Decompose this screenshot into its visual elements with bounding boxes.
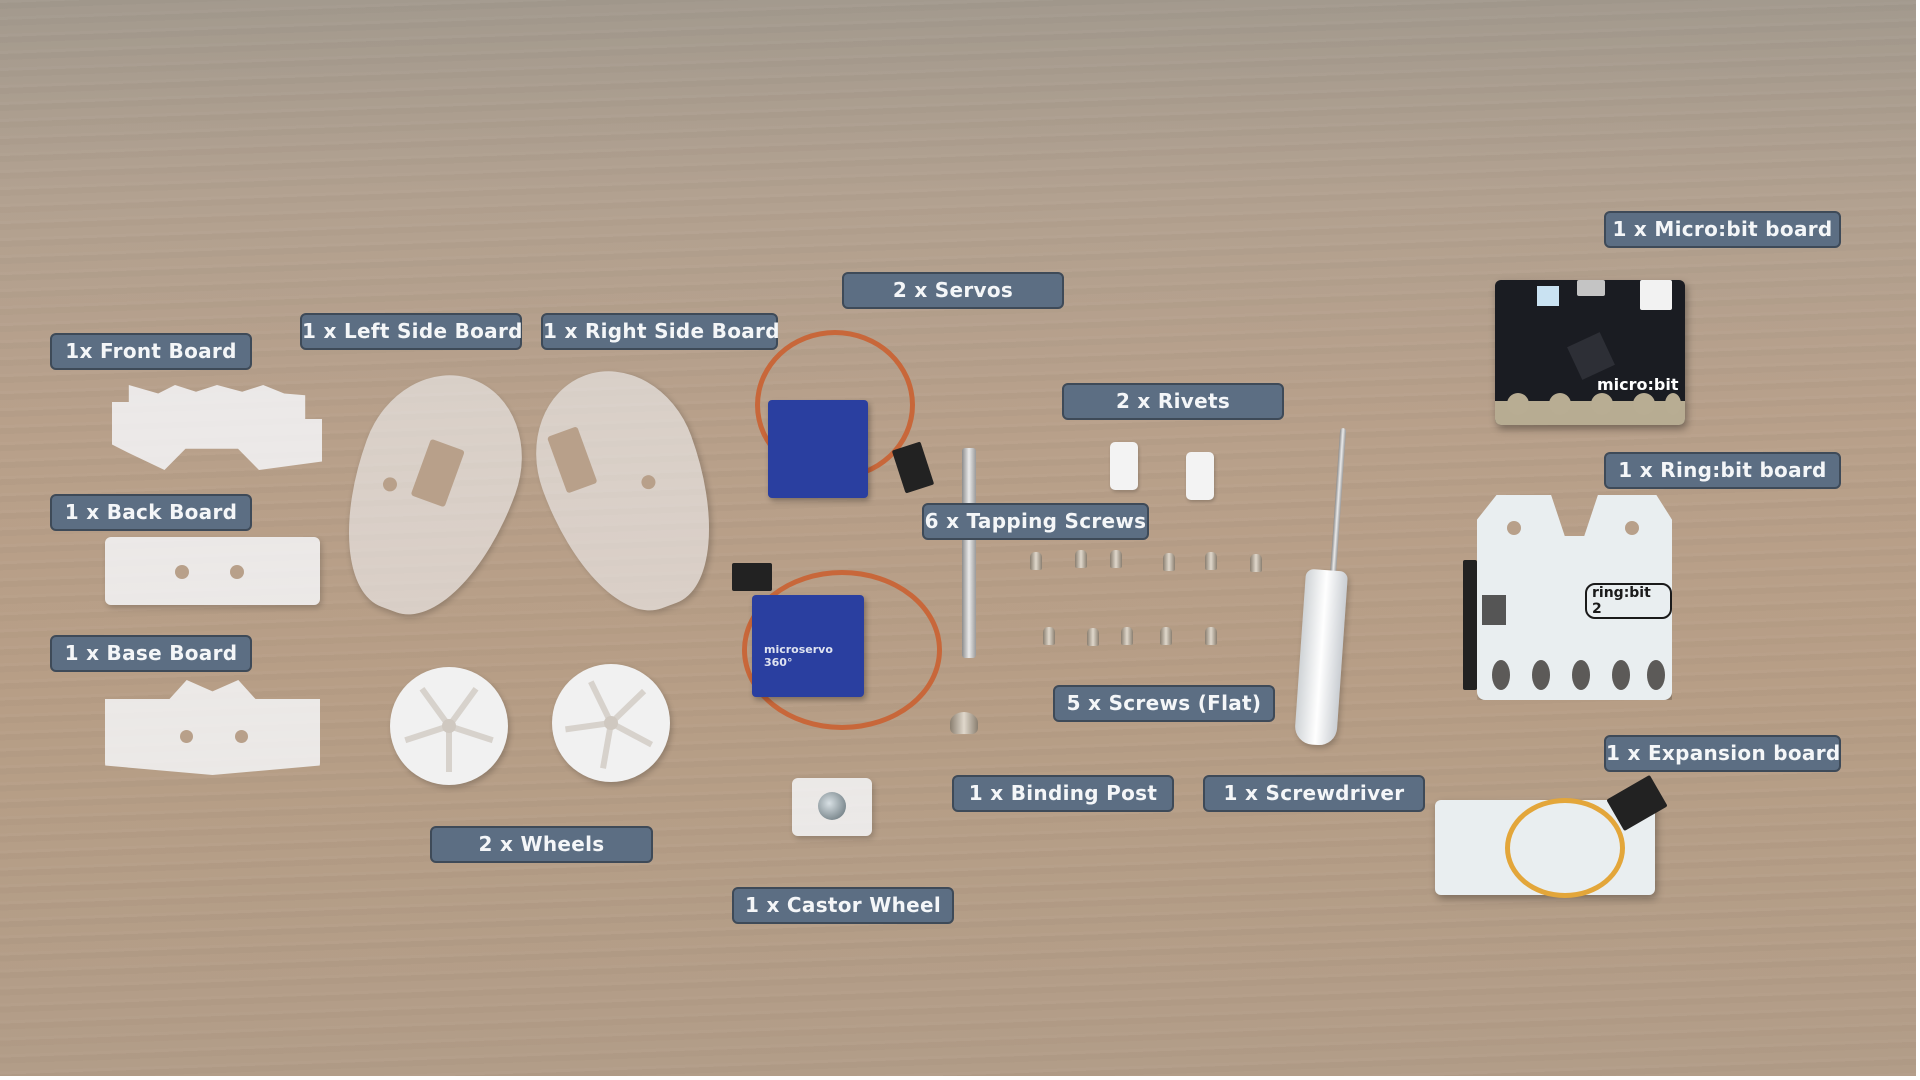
label-castor-wheel: 1 x Castor Wheel	[732, 887, 954, 924]
front-board-part	[112, 385, 322, 470]
ringbit-logo: ring:bit 2	[1585, 583, 1672, 619]
ringbit-board-part: ring:bit 2	[1477, 495, 1672, 700]
left-side-board-part	[314, 352, 548, 637]
screwdriver-handle	[1293, 568, 1349, 747]
rivet-2	[1186, 452, 1214, 500]
tapping-screw	[1205, 552, 1217, 570]
label-front-board: 1x Front Board	[50, 333, 252, 370]
right-side-board-part	[510, 348, 744, 633]
label-base-board: 1 x Base Board	[50, 635, 252, 672]
tapping-screw	[1075, 550, 1087, 568]
label-binding-post: 1 x Binding Post	[952, 775, 1174, 812]
servo-wire-bottom	[742, 570, 942, 730]
rivet-1	[1110, 442, 1138, 490]
expansion-wire	[1505, 798, 1625, 898]
tapping-screw	[1163, 553, 1175, 571]
back-board-part	[105, 537, 320, 605]
flat-screw	[1121, 627, 1133, 645]
castor-wheel-part	[792, 778, 872, 836]
servo-plug-bottom	[732, 563, 772, 591]
label-wheels: 2 x Wheels	[430, 826, 653, 863]
label-right-side-board: 1 x Right Side Board	[541, 313, 780, 350]
label-tapping-screws: 6 x Tapping Screws	[922, 503, 1149, 540]
servo-top	[768, 400, 868, 498]
label-rivets: 2 x Rivets	[1062, 383, 1284, 420]
label-microbit-board: 1 x Micro:bit board	[1604, 211, 1841, 248]
flat-screw	[1043, 627, 1055, 645]
flat-screw	[1160, 627, 1172, 645]
binding-post-screw	[950, 712, 978, 734]
microbit-logo: micro:bit	[1597, 375, 1679, 394]
flat-screw	[1205, 627, 1217, 645]
servo-bottom: microservo 360°	[752, 595, 864, 697]
label-servos: 2 x Servos	[842, 272, 1064, 309]
servo-marking: microservo 360°	[764, 643, 833, 669]
label-ringbit-board: 1 x Ring:bit board	[1604, 452, 1841, 489]
label-expansion-board: 1 x Expansion board	[1604, 735, 1841, 772]
ringbit-edge	[1463, 560, 1477, 690]
tapping-screw	[1110, 550, 1122, 568]
wheel-right	[552, 664, 670, 782]
tapping-screw	[1250, 554, 1262, 572]
flat-screw	[1087, 628, 1099, 646]
label-back-board: 1 x Back Board	[50, 494, 252, 531]
label-screws-flat: 5 x Screws (Flat)	[1053, 685, 1275, 722]
tapping-screw	[1030, 552, 1042, 570]
label-left-side-board: 1 x Left Side Board	[300, 313, 522, 350]
binding-post-rod	[962, 448, 976, 658]
screwdriver-shaft	[1329, 427, 1347, 579]
base-board-part	[105, 680, 320, 775]
label-screwdriver: 1 x Screwdriver	[1203, 775, 1425, 812]
wheel-left	[390, 667, 508, 785]
servo-plug-top	[891, 441, 935, 494]
microbit-board-part: micro:bit	[1495, 280, 1685, 425]
